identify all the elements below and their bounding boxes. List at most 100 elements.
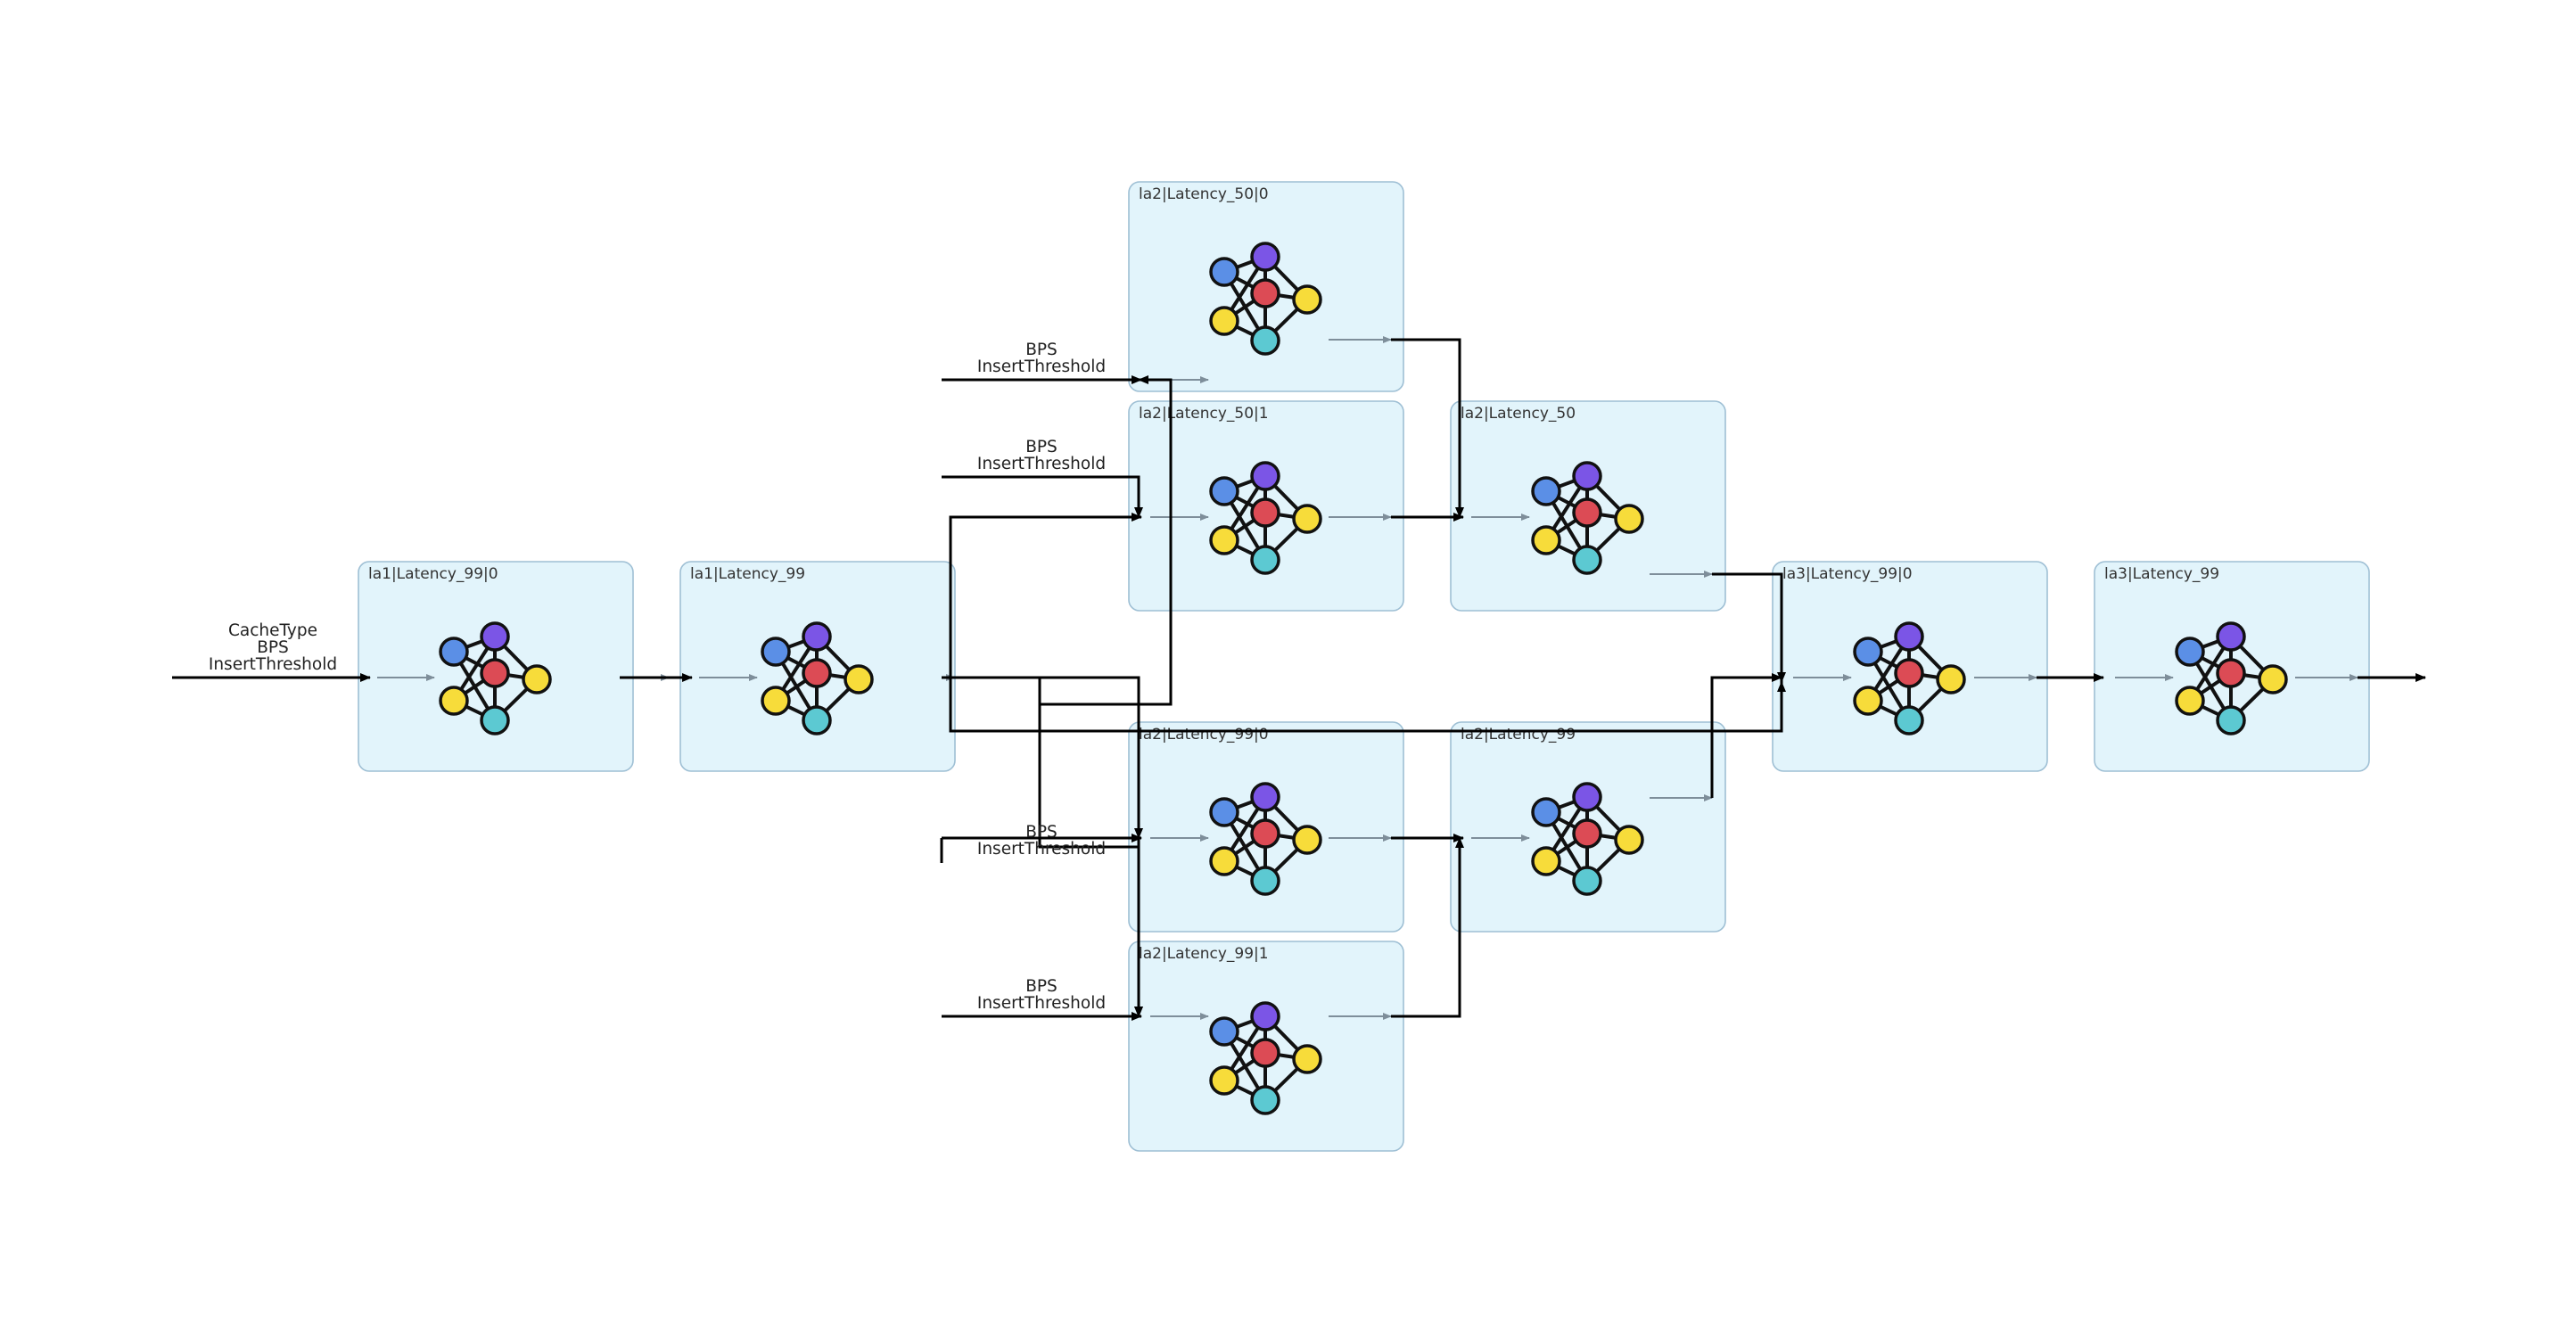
input-label-line: BPS: [1025, 823, 1058, 842]
neural-network-icon: [1209, 461, 1322, 575]
net-node-red: [1250, 278, 1280, 308]
connection-wire: [940, 838, 1141, 863]
input-label-line: BPS: [1025, 341, 1058, 359]
net-node-red: [2216, 658, 2246, 688]
net-node-blue: [439, 637, 469, 667]
node-boxes: la1|Latency_99|0 la1|Latency_99 la2|Latenc…: [358, 181, 2370, 1152]
net-node-cyan: [1250, 325, 1280, 356]
net-node-cyan: [1894, 705, 1924, 735]
net-node-cyan: [1572, 866, 1602, 896]
connection-wire: [942, 475, 1143, 518]
net-node-purple: [1572, 461, 1602, 491]
neural-network-icon: [1531, 782, 1644, 896]
net-node-blue: [1209, 476, 1239, 506]
net-node-cyan: [480, 705, 510, 735]
net-node-blue: [1853, 637, 1883, 667]
neural-network-icon: [1209, 242, 1322, 356]
net-node-yellow: [1292, 825, 1322, 855]
connection-wire: [942, 676, 1143, 839]
net-node-purple: [1572, 782, 1602, 812]
net-node-cyan: [1572, 545, 1602, 575]
node-title: la1|Latency_99|0: [368, 565, 498, 583]
node-title: la2|Latency_99|1: [1139, 945, 1269, 963]
net-node-yellow: [1292, 1044, 1322, 1074]
connection-wire: [1710, 673, 1782, 798]
net-node-red: [802, 658, 832, 688]
net-node-red: [1894, 658, 1924, 688]
node-title: la2|Latency_99: [1461, 726, 1576, 744]
net-node-yellow: [1209, 306, 1239, 336]
net-node-yellow: [844, 664, 874, 694]
node-title: la2|Latency_99|0: [1139, 726, 1269, 744]
input-label-line: BPS: [1025, 977, 1058, 996]
neural-network-icon: [761, 621, 874, 735]
net-node-purple: [1894, 621, 1924, 652]
net-node-yellow: [1531, 846, 1561, 876]
net-node-red: [1572, 818, 1602, 849]
net-node-cyan: [2216, 705, 2246, 735]
input-label-line: BPS: [1025, 438, 1058, 456]
net-node-yellow: [1292, 504, 1322, 534]
net-node-blue: [1531, 476, 1561, 506]
net-node-cyan: [802, 705, 832, 735]
net-node-yellow: [1209, 846, 1239, 876]
net-node-blue: [1531, 797, 1561, 827]
net-node-red: [480, 658, 510, 688]
connection-wire: [1391, 338, 1464, 518]
node-title: la2|Latency_50|1: [1139, 405, 1269, 423]
input-label-line: InsertThreshold: [209, 655, 337, 674]
neural-network-icon: [1531, 461, 1644, 575]
input-label-line: InsertThreshold: [977, 840, 1106, 859]
net-node-blue: [1209, 797, 1239, 827]
input-label-line: BPS: [257, 638, 289, 657]
net-node-red: [1250, 818, 1280, 849]
neural-network-icon: [1209, 1001, 1322, 1115]
net-node-purple: [2216, 621, 2246, 652]
net-node-blue: [1209, 257, 1239, 287]
neural-network-icon: [2175, 621, 2288, 735]
node-title: la3|Latency_99: [2104, 565, 2219, 583]
net-node-yellow: [1614, 825, 1644, 855]
connection-wire: [942, 513, 1142, 679]
net-node-yellow: [2258, 664, 2288, 694]
net-node-yellow: [1531, 525, 1561, 555]
net-node-red: [1572, 497, 1602, 528]
input-label-line: CacheType: [228, 621, 317, 640]
net-node-blue: [2175, 637, 2205, 667]
net-node-purple: [1250, 1001, 1280, 1031]
input-label-line: InsertThreshold: [977, 994, 1106, 1013]
node-title: la2|Latency_50: [1461, 405, 1576, 423]
node-title: la2|Latency_50|0: [1139, 185, 1269, 203]
connection-wires: [172, 338, 2426, 1021]
net-node-blue: [1209, 1016, 1239, 1047]
net-node-yellow: [1936, 664, 1966, 694]
neural-network-icon: [439, 621, 552, 735]
net-node-yellow: [439, 686, 469, 716]
net-node-yellow: [761, 686, 791, 716]
net-node-yellow: [1209, 1065, 1239, 1096]
node-title: la3|Latency_99|0: [1782, 565, 1913, 583]
net-node-purple: [480, 621, 510, 652]
net-node-red: [1250, 497, 1280, 528]
node-title: la1|Latency_99: [690, 565, 805, 583]
neural-network-icon: [1209, 782, 1322, 896]
input-labels: CacheTypeBPSInsertThresholdBPSInsertThre…: [209, 341, 1106, 1013]
net-node-yellow: [522, 664, 552, 694]
net-node-yellow: [1614, 504, 1644, 534]
net-node-purple: [1250, 782, 1280, 812]
input-label-line: InsertThreshold: [977, 357, 1106, 376]
net-node-yellow: [2175, 686, 2205, 716]
net-node-purple: [1250, 242, 1280, 272]
net-node-purple: [1250, 461, 1280, 491]
neural-network-icon: [1853, 621, 1966, 735]
node-icons: [439, 242, 2288, 1115]
net-node-red: [1250, 1038, 1280, 1068]
net-node-yellow: [1853, 686, 1883, 716]
net-node-yellow: [1209, 525, 1239, 555]
input-label-line: InsertThreshold: [977, 455, 1106, 473]
net-node-purple: [802, 621, 832, 652]
